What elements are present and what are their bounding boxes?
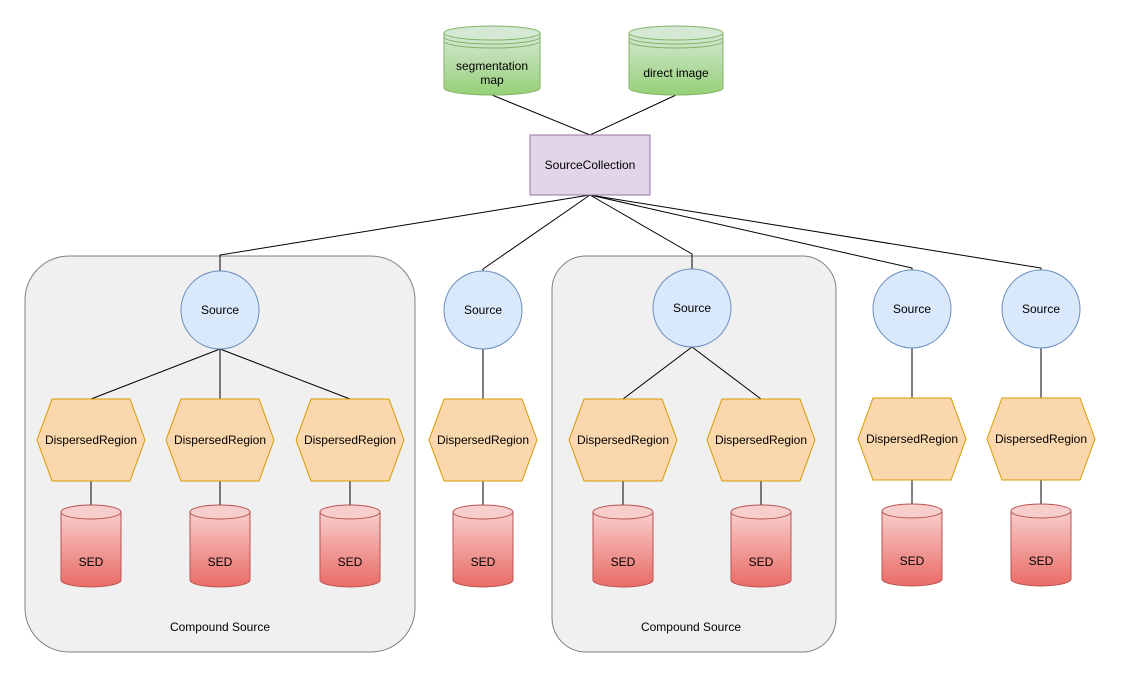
dispersed-region-label: DispersedRegion: [995, 432, 1087, 446]
dispersed-region-hexagon: [857, 397, 967, 481]
edge-collection-to-source-2: [482, 194, 591, 271]
source-circle: [1001, 269, 1081, 349]
source-label: Source: [201, 303, 239, 317]
source-label: Source: [1022, 302, 1060, 316]
dispersed-region-label: DispersedRegion: [866, 432, 958, 446]
sed-label: SED: [208, 555, 233, 569]
sed-cylinder-body: [592, 512, 654, 588]
sed-cylinder-top: [881, 503, 943, 519]
sed-cylinder-top: [1010, 503, 1072, 519]
sed-label: SED: [900, 554, 925, 568]
dispersed-region-node[interactable]: DispersedRegion: [295, 398, 405, 482]
sed-database[interactable]: SED: [1010, 503, 1072, 587]
sed-cylinder-top: [319, 504, 381, 520]
sed-database[interactable]: SED: [592, 504, 654, 588]
dispersed-region-hexagon: [295, 398, 405, 482]
segmentation-map-label-line2: map: [480, 73, 504, 87]
edges: [90, 94, 1042, 512]
source-node-4[interactable]: Source: [872, 269, 952, 349]
source-label: Source: [464, 303, 502, 317]
direct-image-database[interactable]: direct image: [628, 25, 724, 96]
source-label: Source: [893, 302, 931, 316]
sed-cylinder-top: [452, 504, 514, 520]
edge-source-1-to-region-3: [219, 348, 351, 400]
dispersed-region-label: DispersedRegion: [577, 433, 669, 447]
dispersed-region-hexagon: [36, 398, 146, 482]
edge-collection-to-source-1: [219, 194, 591, 271]
sed-database[interactable]: SED: [319, 504, 381, 588]
sed-cylinder-top: [189, 504, 251, 520]
dispersed-region-node[interactable]: DispersedRegion: [986, 397, 1096, 481]
source-circle: [872, 269, 952, 349]
dispersed-region-node[interactable]: DispersedRegion: [165, 398, 275, 482]
compound-source-label-1: Compound Source: [170, 620, 270, 634]
segmentation-map-label-line1: segmentation: [456, 59, 528, 73]
sed-label: SED: [79, 555, 104, 569]
dispersed-region-label: DispersedRegion: [45, 433, 137, 447]
edge-collection-to-source-4: [589, 194, 913, 270]
source-node-5[interactable]: Source: [1001, 269, 1081, 349]
sed-label: SED: [611, 555, 636, 569]
source-node-2[interactable]: Source: [443, 270, 523, 350]
sed-cylinder-body: [319, 512, 381, 588]
edge-segmentation-map-to-collection: [491, 94, 591, 136]
source-circle: [180, 270, 260, 350]
dispersed-region-label: DispersedRegion: [715, 433, 807, 447]
dispersed-region-hexagon: [165, 398, 275, 482]
sed-cylinder-body: [452, 512, 514, 588]
dispersed-region-node[interactable]: DispersedRegion: [568, 398, 678, 482]
compound-source-label-2: Compound Source: [641, 620, 741, 634]
dispersed-region-label: DispersedRegion: [437, 433, 529, 447]
edge-direct-image-to-collection: [589, 94, 677, 136]
sources: SourceDispersedRegionSEDDispersedRegionS…: [36, 268, 1096, 588]
sed-label: SED: [1029, 554, 1054, 568]
sed-label: SED: [749, 555, 774, 569]
sed-cylinder-body: [730, 512, 792, 588]
source-collection-node[interactable]: SourceCollection: [529, 134, 651, 196]
dispersed-region-hexagon: [986, 397, 1096, 481]
sed-cylinder-top: [592, 504, 654, 520]
direct-image-label: direct image: [643, 66, 709, 80]
sed-database[interactable]: SED: [452, 504, 514, 588]
dispersed-region-hexagon: [706, 398, 816, 482]
sed-label: SED: [471, 555, 496, 569]
sed-cylinder-body: [1010, 511, 1072, 587]
sed-cylinder-top: [60, 504, 122, 520]
source-circle: [443, 270, 523, 350]
edge-source-3-to-region-2: [691, 346, 762, 400]
sed-database[interactable]: SED: [730, 504, 792, 588]
segmentation-map-database[interactable]: segmentation map: [443, 25, 541, 96]
dispersed-region-label: DispersedRegion: [174, 433, 266, 447]
edge-source-1-to-region-1: [90, 348, 221, 400]
dispersed-region-node[interactable]: DispersedRegion: [857, 397, 967, 481]
dispersed-region-hexagon: [428, 398, 538, 482]
sed-cylinder-body: [189, 512, 251, 588]
source-node-1[interactable]: Source: [180, 270, 260, 350]
source-collection-label: SourceCollection: [545, 158, 636, 172]
source-label: Source: [673, 301, 711, 315]
dispersed-region-node[interactable]: DispersedRegion: [428, 398, 538, 482]
sed-database[interactable]: SED: [189, 504, 251, 588]
dispersed-region-node[interactable]: DispersedRegion: [36, 398, 146, 482]
sed-database[interactable]: SED: [60, 504, 122, 588]
dispersed-region-node[interactable]: DispersedRegion: [706, 398, 816, 482]
dispersed-region-hexagon: [568, 398, 678, 482]
source-circle: [652, 268, 732, 348]
sed-cylinder-body: [60, 512, 122, 588]
sed-label: SED: [338, 555, 363, 569]
dispersed-region-label: DispersedRegion: [304, 433, 396, 447]
sed-database[interactable]: SED: [881, 503, 943, 587]
sed-cylinder-top: [730, 504, 792, 520]
sed-cylinder-body: [881, 511, 943, 587]
source-node-3[interactable]: Source: [652, 268, 732, 348]
edge-collection-to-source-3: [589, 194, 693, 269]
edge-source-3-to-region-1: [622, 346, 693, 400]
edge-collection-to-source-5: [589, 194, 1042, 270]
